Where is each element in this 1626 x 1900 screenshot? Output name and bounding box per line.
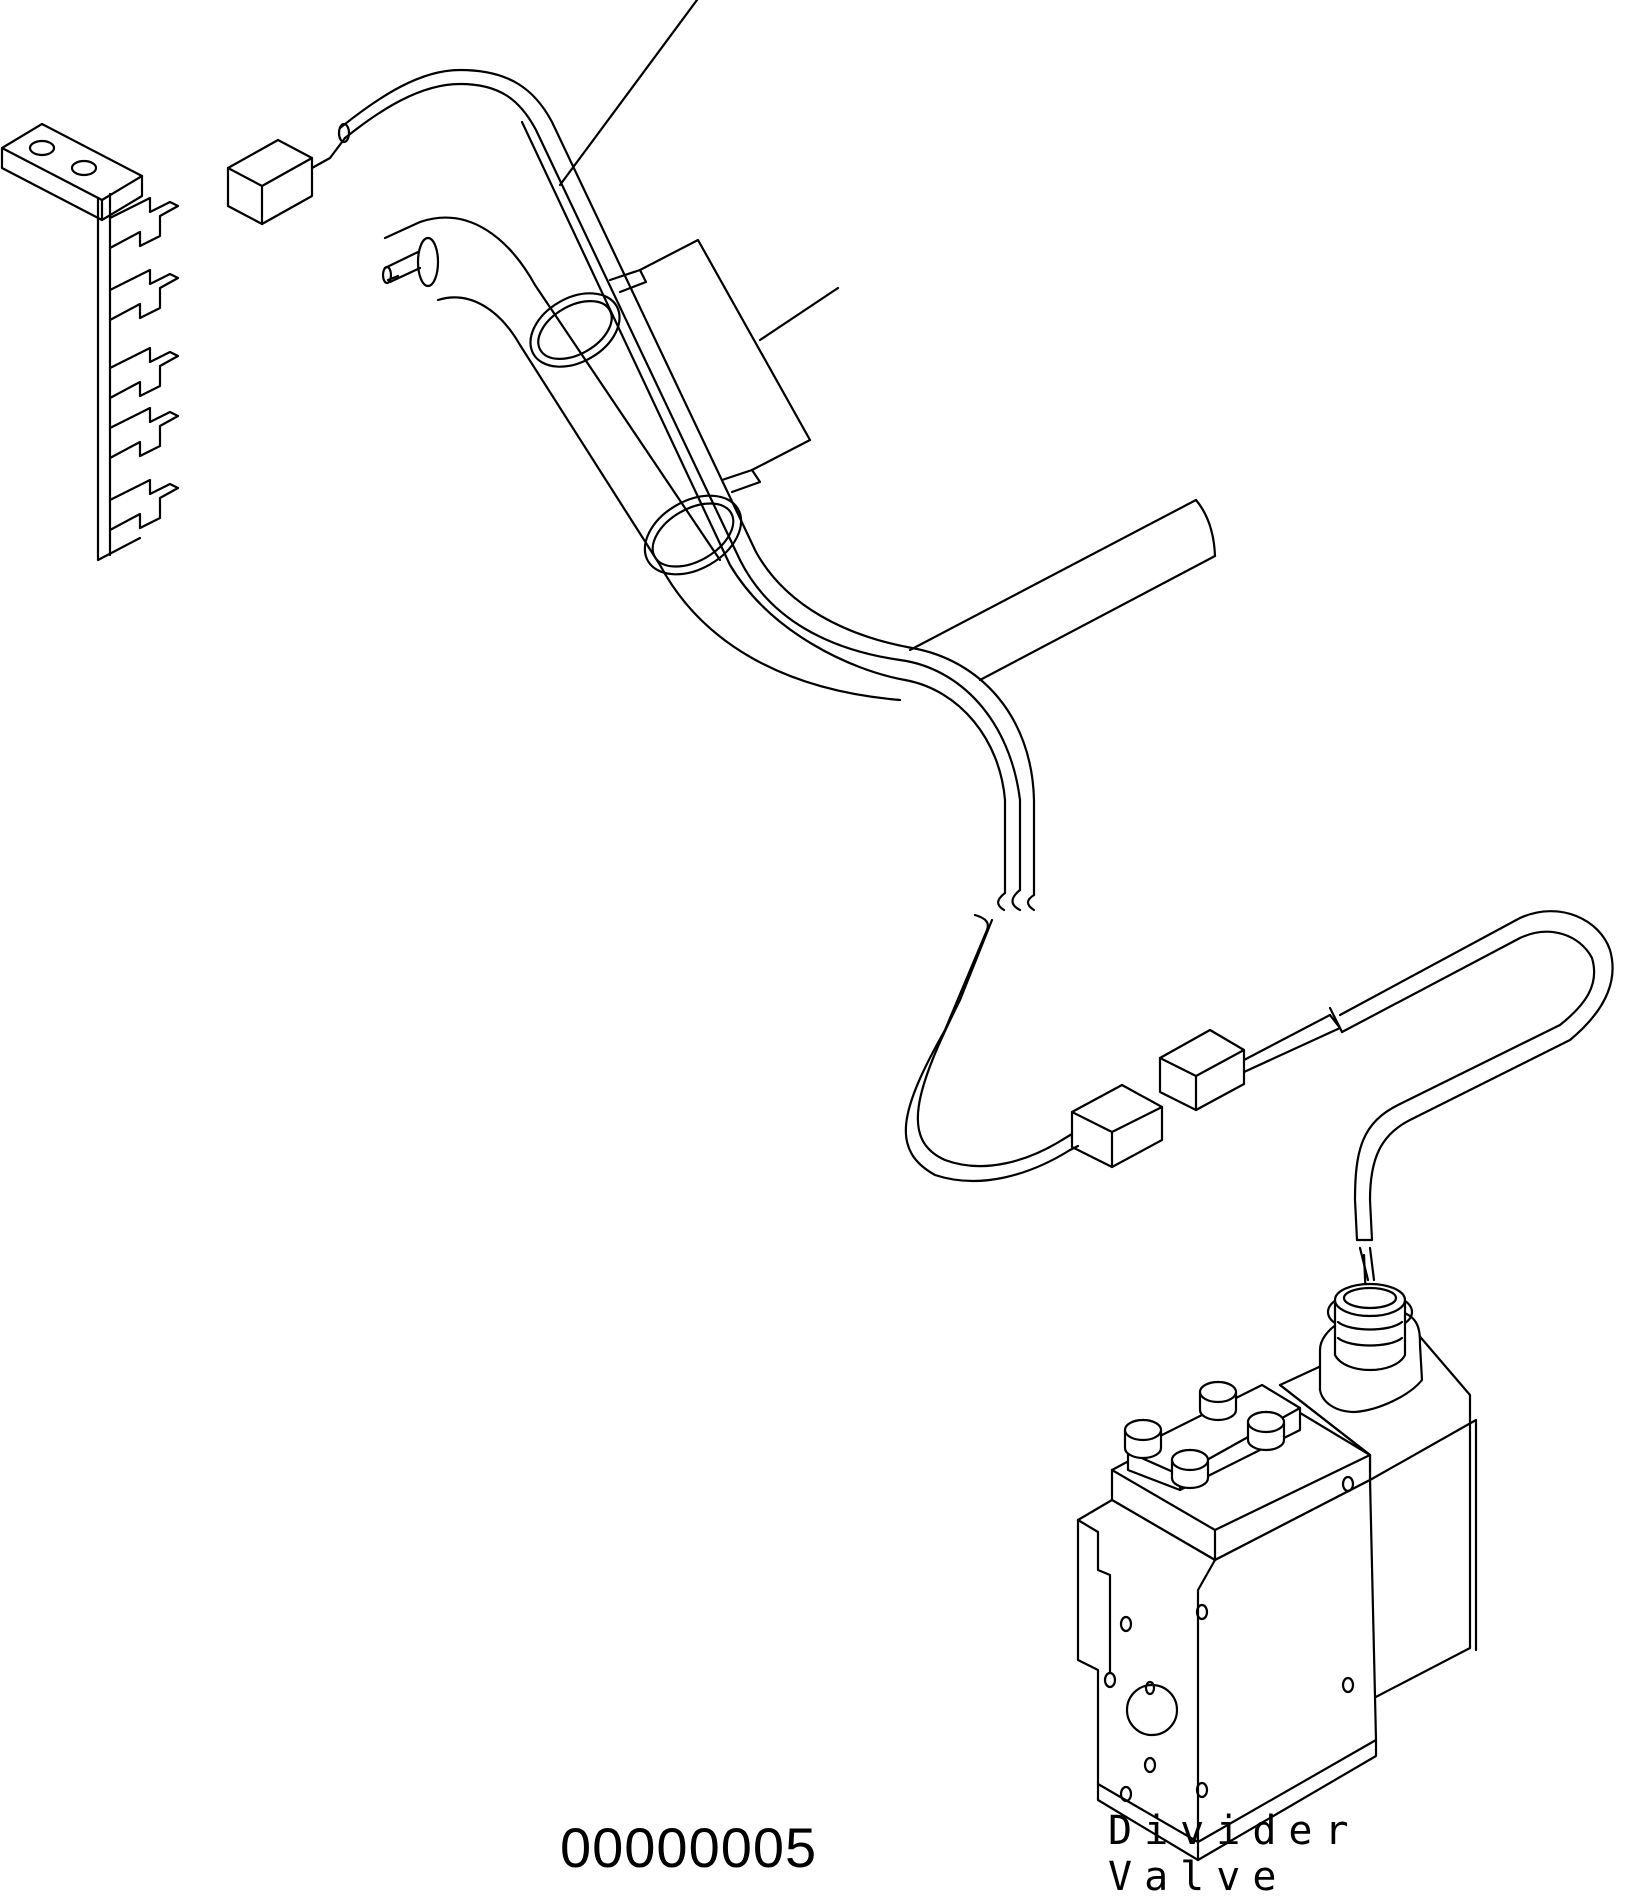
clamp-upper: [529, 292, 621, 368]
side-pipe: [908, 498, 1217, 682]
connector-middle-right: [1158, 1028, 1246, 1112]
label-plate: [608, 238, 840, 494]
divider-valve-label-line1: Divider: [1108, 1808, 1361, 1854]
divider-valve-callout: Divider Valve: [1108, 1808, 1361, 1900]
harness-lower: [904, 888, 1072, 1183]
connector-upper-left: [226, 136, 347, 226]
connector-middle-left: [1060, 1083, 1164, 1169]
divider-valve: [1076, 1282, 1478, 1862]
valve-cable: [1242, 910, 1614, 1302]
hose-fitting: [381, 216, 902, 702]
main-harness: [337, 68, 1036, 897]
divider-valve-label-line2: Valve: [1108, 1854, 1289, 1900]
terminal-bracket: [0, 122, 180, 562]
clamp-lower: [643, 494, 743, 576]
leader-line-top: [558, 0, 699, 187]
drawing-number: 00000005: [560, 1816, 818, 1879]
